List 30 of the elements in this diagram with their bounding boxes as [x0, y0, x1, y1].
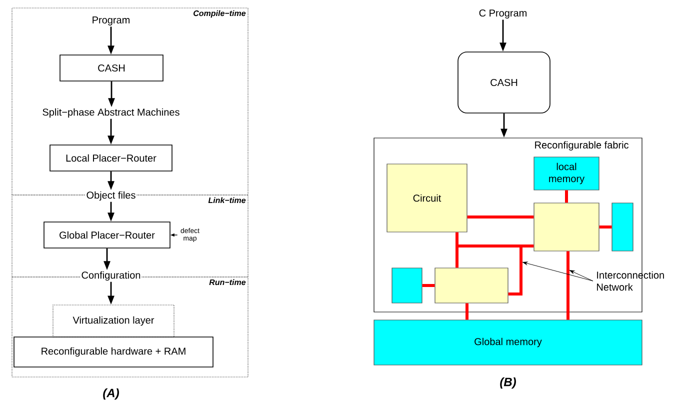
step-label: Configuration — [80, 270, 142, 282]
memory-box — [392, 268, 422, 304]
circuit-box — [434, 268, 508, 304]
wire — [565, 190, 568, 203]
step-label: Program — [92, 16, 130, 26]
step-label: Object files — [85, 190, 137, 202]
wire — [456, 244, 536, 296]
wire — [467, 216, 534, 218]
process-box: Local Placer−Router — [50, 144, 172, 172]
step-label: C Program — [479, 9, 526, 19]
compiler-box: CASH — [458, 52, 550, 114]
panel-label: (B) — [500, 377, 516, 389]
wire — [422, 284, 435, 287]
step-label: Split−phase Abstract Machines — [42, 108, 180, 118]
leader-line — [569, 270, 594, 282]
memory-box: local memory — [534, 156, 600, 190]
memory-box: Global memory — [374, 320, 642, 366]
circuit-box: Circuit — [386, 164, 468, 232]
process-box: Global Placer−Router — [44, 222, 170, 248]
leader-line — [522, 262, 594, 282]
process-box: Reconfigurable hardware + RAM — [14, 336, 214, 368]
wire — [566, 251, 570, 320]
wire — [466, 303, 468, 320]
panel-label: (A) — [103, 388, 119, 400]
circuit-box — [534, 202, 600, 252]
wire — [456, 232, 458, 268]
process-box: CASH — [60, 54, 164, 82]
memory-box — [612, 202, 634, 252]
wire — [599, 226, 612, 228]
layer-box: Virtualization layer — [52, 304, 174, 338]
